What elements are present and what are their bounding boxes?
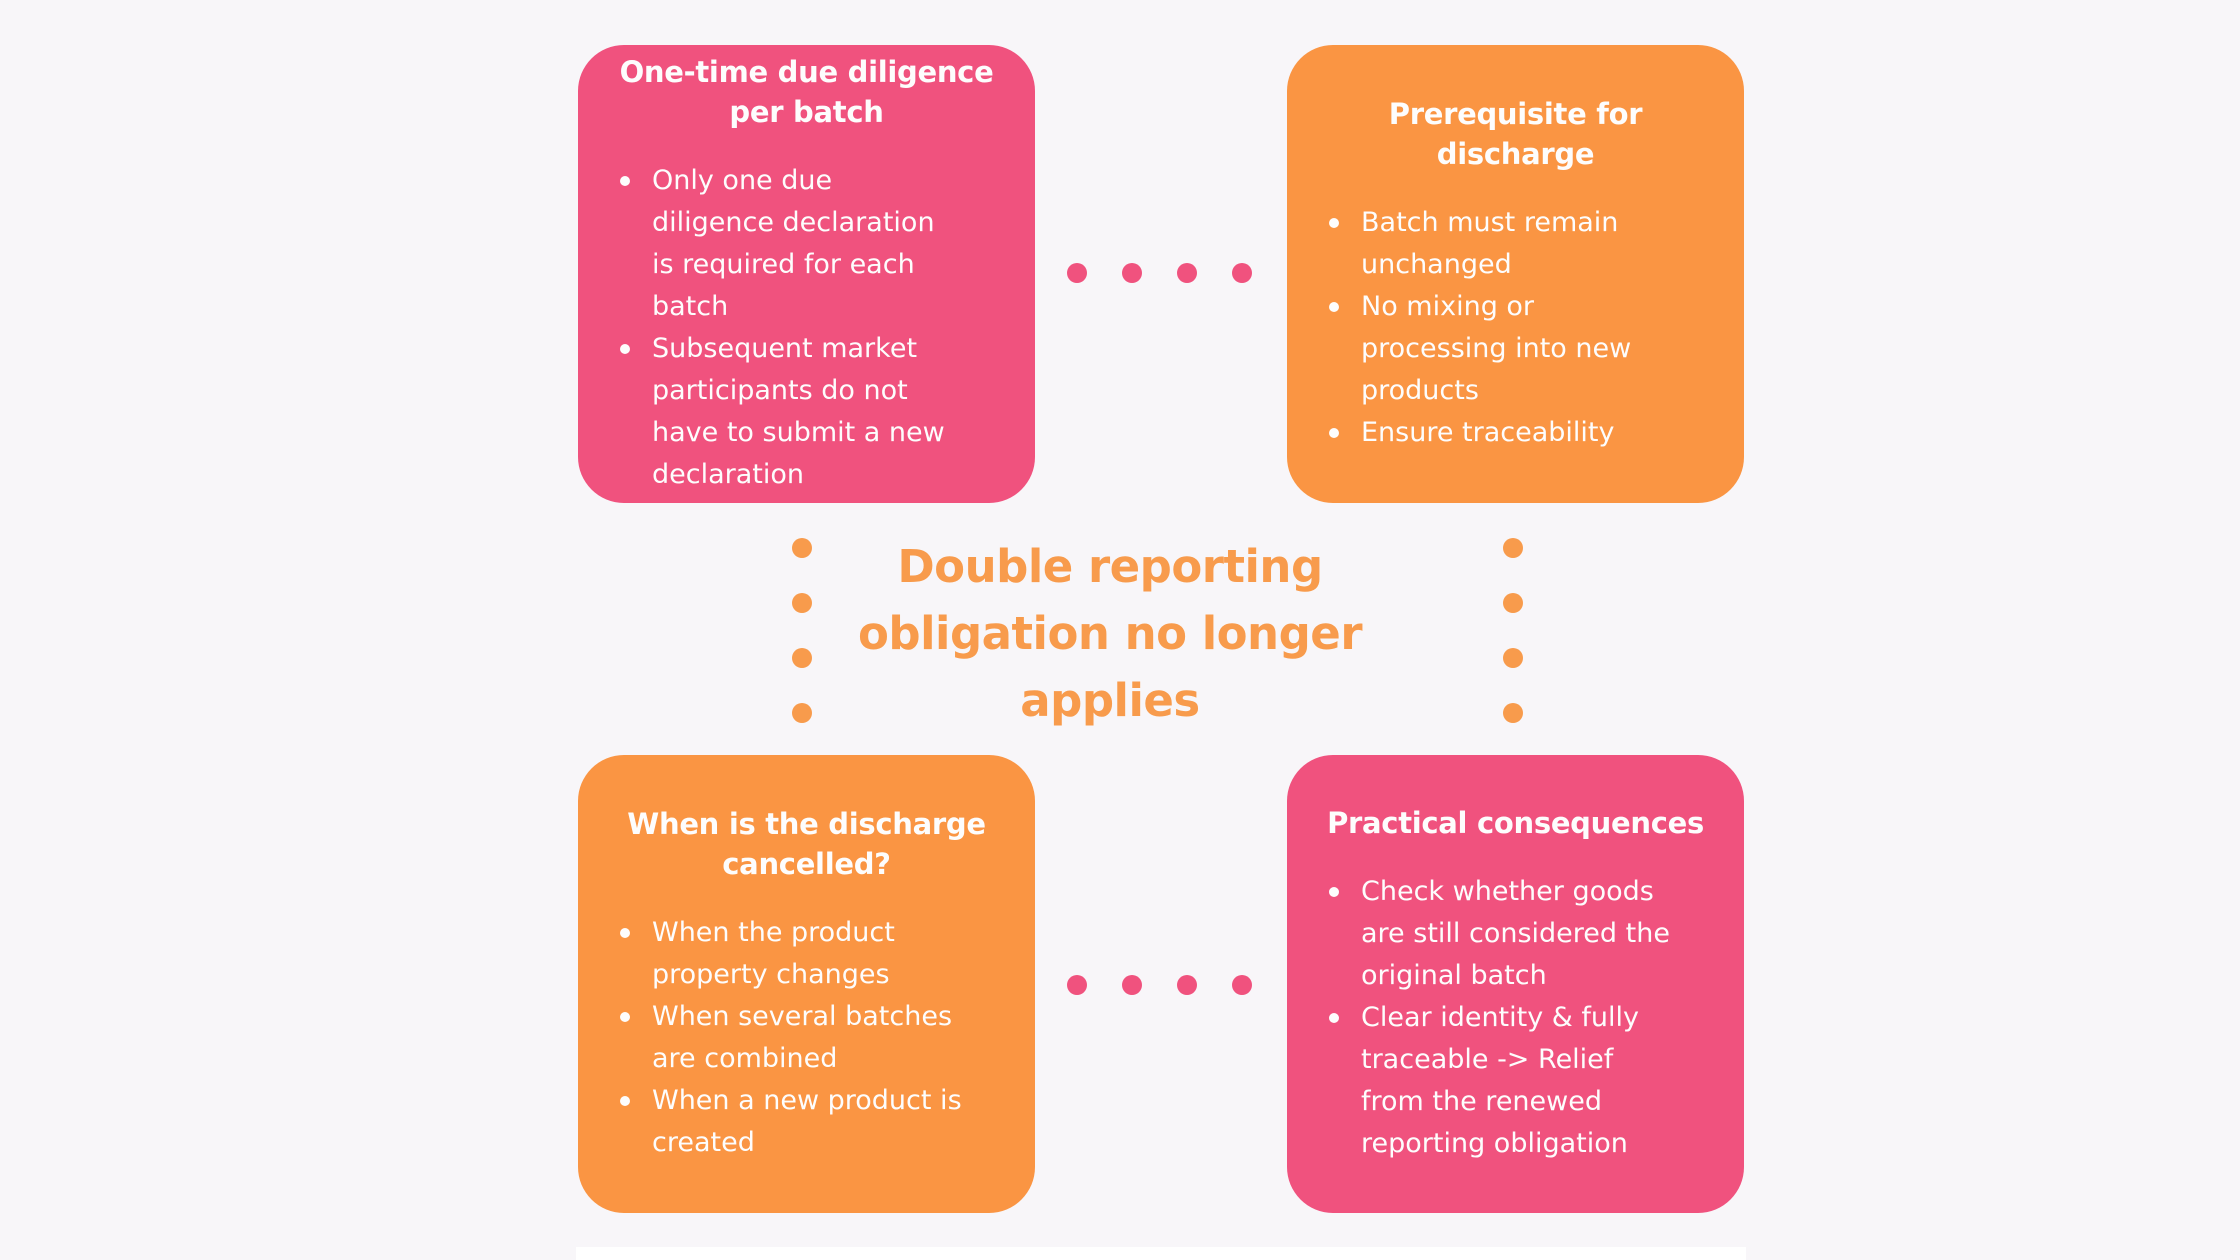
card-title: Prerequisite for discharge [1327, 94, 1704, 174]
card-title-line: One-time due diligence [619, 55, 994, 89]
dot [792, 648, 812, 668]
dot [792, 538, 812, 558]
bullet-item: When a new product is created [618, 1080, 962, 1164]
connector-dots-right [1503, 538, 1523, 723]
center-title-line: Double reporting [897, 540, 1323, 593]
center-title-line: obligation no longer [857, 607, 1363, 660]
card-title-line: discharge [1436, 137, 1595, 171]
card-title-line: Practical consequences [1327, 806, 1704, 840]
card-prerequisite-for-discharge: Prerequisite for discharge Batch must re… [1287, 45, 1744, 503]
bullet-item: Only one due diligence declaration is re… [618, 160, 962, 328]
dot [1067, 975, 1087, 995]
bullet-item: Clear identity & fully traceable -> Reli… [1327, 997, 1671, 1165]
card-bullet-list: When the product property changes When s… [618, 912, 995, 1164]
dot [792, 703, 812, 723]
bullet-item: When several batches are combined [618, 996, 962, 1080]
card-title: One-time due diligence per batch [618, 52, 995, 132]
dot [1232, 263, 1252, 283]
center-title-line: applies [1020, 674, 1200, 727]
dot [792, 593, 812, 613]
card-title-line: per batch [729, 95, 884, 129]
dot [1503, 648, 1523, 668]
card-title-line: When is the discharge [627, 807, 986, 841]
bullet-item: Check whether goods are still considered… [1327, 871, 1671, 997]
card-bullet-list: Batch must remain unchanged No mixing or… [1327, 202, 1704, 454]
bullet-item: No mixing or processing into new product… [1327, 286, 1671, 412]
dot [1122, 263, 1142, 283]
dot [1122, 975, 1142, 995]
card-bullet-list: Check whether goods are still considered… [1327, 871, 1704, 1165]
bullet-item: Ensure traceability [1327, 412, 1671, 454]
dot [1503, 593, 1523, 613]
dot [1503, 703, 1523, 723]
dot [1177, 263, 1197, 283]
center-title: Double reporting obligation no longer ap… [770, 533, 1450, 734]
bullet-item: When the product property changes [618, 912, 962, 996]
dot [1503, 538, 1523, 558]
card-title: Practical consequences [1327, 803, 1704, 843]
connector-dots-left [792, 538, 812, 723]
bullet-item: Subsequent market participants do not ha… [618, 328, 962, 496]
dot [1067, 263, 1087, 283]
card-title-line: cancelled? [722, 847, 891, 881]
connector-dots-top [1067, 263, 1252, 283]
card-one-time-due-diligence: One-time due diligence per batch Only on… [578, 45, 1035, 503]
card-bullet-list: Only one due diligence declaration is re… [618, 160, 995, 496]
dot [1232, 975, 1252, 995]
card-practical-consequences: Practical consequences Check whether goo… [1287, 755, 1744, 1213]
card-title: When is the discharge cancelled? [618, 804, 995, 884]
card-when-discharge-cancelled: When is the discharge cancelled? When th… [578, 755, 1035, 1213]
bullet-item: Batch must remain unchanged [1327, 202, 1671, 286]
dot [1177, 975, 1197, 995]
connector-dots-bottom [1067, 975, 1252, 995]
bottom-strip [576, 1247, 1746, 1260]
card-title-line: Prerequisite for [1388, 97, 1643, 131]
